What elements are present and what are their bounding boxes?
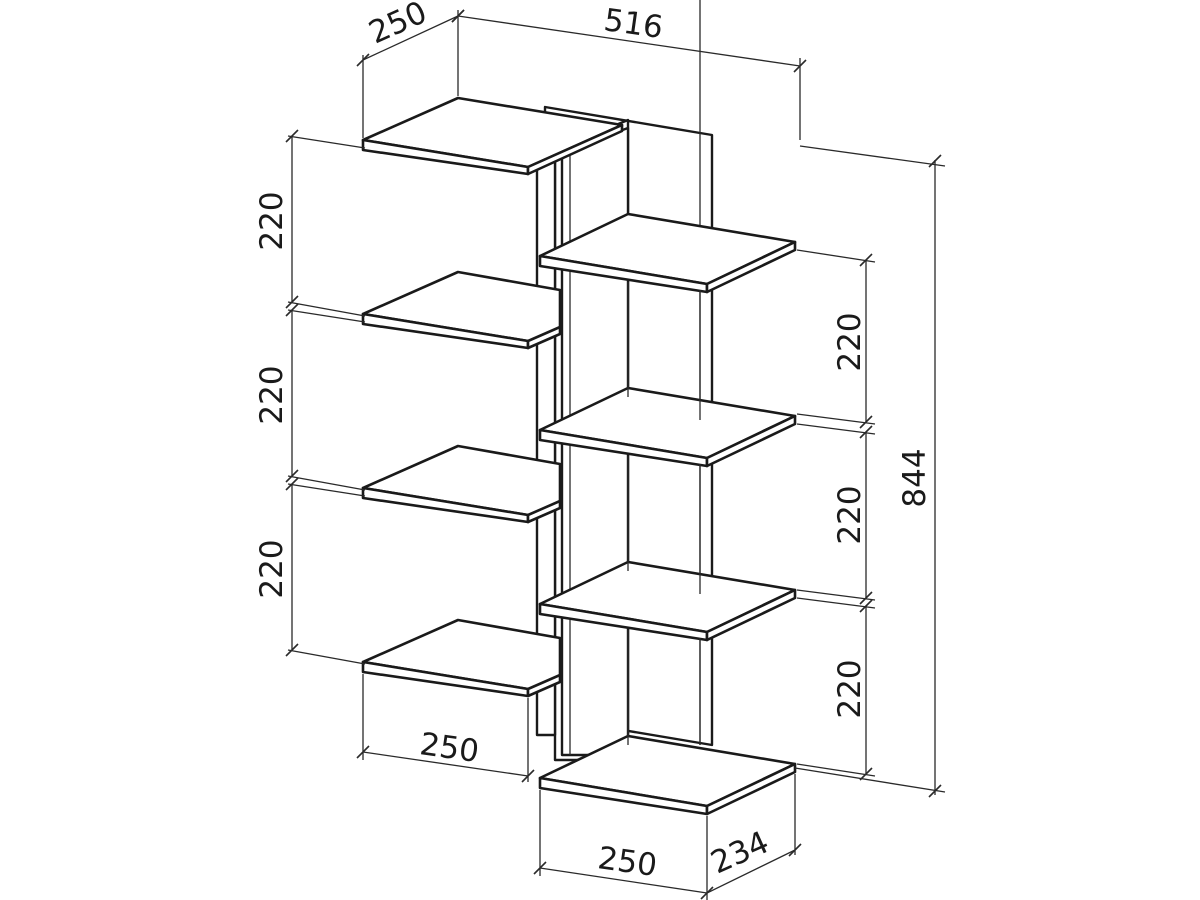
dim-bottom-shelf-depth: 234 [706, 824, 775, 881]
left-shelf-1 [361, 96, 624, 176]
dim-right-spacing-2: 220 [832, 485, 868, 544]
left-shelf-4 [361, 618, 562, 698]
left-shelf-width-dimension [356, 674, 535, 783]
bottom-shelf [538, 734, 797, 816]
left-spacing-dimensions [285, 129, 366, 665]
left-shelf-2 [361, 270, 562, 350]
dim-right-spacing-1: 220 [832, 312, 868, 371]
dim-left-spacing-1: 220 [254, 191, 290, 250]
right-shelf-2 [538, 386, 797, 468]
dim-overall-height: 844 [897, 448, 933, 507]
dim-left-shelf-width: 250 [418, 726, 482, 770]
dim-left-spacing-2: 220 [254, 365, 290, 424]
right-spacing-dimensions [796, 249, 876, 781]
dim-overall-width: 516 [602, 2, 666, 46]
dim-right-spacing-3: 220 [832, 659, 868, 718]
dim-bottom-shelf-width: 250 [596, 840, 660, 884]
top-dimensions [356, 9, 807, 140]
right-shelf-1 [538, 212, 797, 294]
right-shelf-3 [538, 560, 797, 642]
overall-height-dimension [794, 145, 946, 798]
bottom-shelf-dimensions [533, 774, 802, 900]
dim-left-spacing-3: 220 [254, 539, 290, 598]
post-inner-lines [627, 282, 701, 745]
left-shelf-3 [361, 444, 562, 524]
